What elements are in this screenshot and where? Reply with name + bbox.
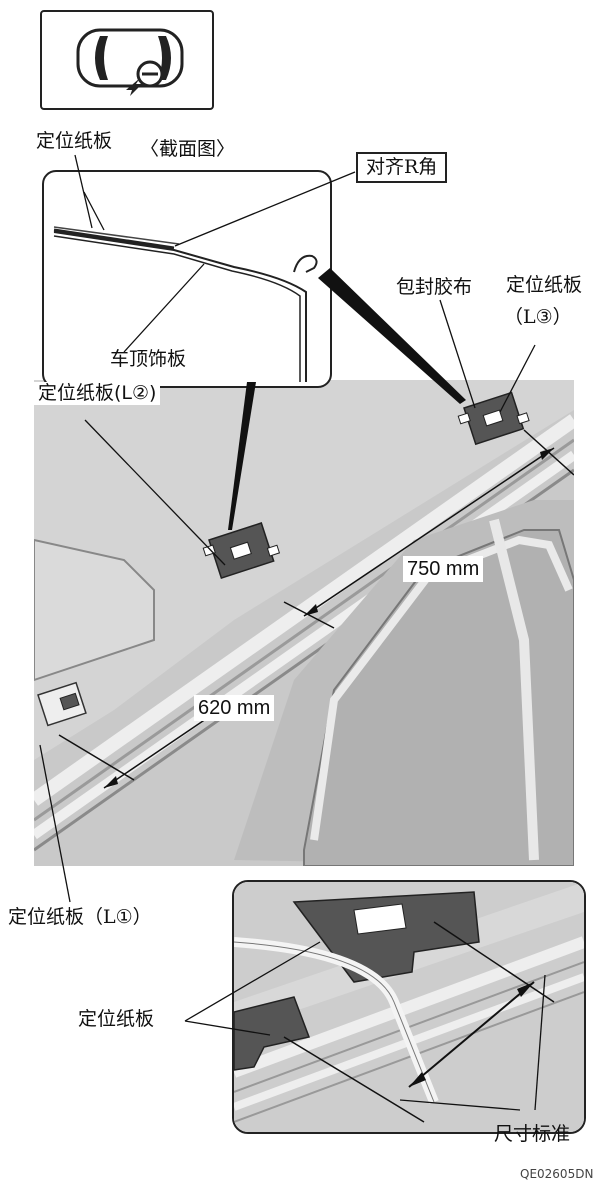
cross-section-drawing bbox=[53, 191, 318, 382]
label-headliner: 车顶饰板 bbox=[110, 348, 187, 370]
label-positioning-paper-l2: 定位纸板(L②) bbox=[38, 382, 157, 404]
dimension-750mm: 750 mm bbox=[403, 556, 484, 582]
roof-drawing bbox=[34, 380, 574, 866]
figure-code: QE02605DN bbox=[520, 1167, 594, 1181]
label-positioning-paper-l3-line2: （L③） bbox=[504, 306, 572, 328]
vehicle-position-icon-box bbox=[40, 10, 214, 110]
cross-section-inset bbox=[42, 170, 332, 388]
label-wrap-tape: 包封胶布 bbox=[396, 276, 473, 298]
label-positioning-paper-top: 定位纸板 bbox=[36, 130, 113, 152]
label-dimension-standard: 尺寸标准 bbox=[494, 1123, 571, 1145]
label-positioning-paper-l3-line1: 定位纸板 bbox=[506, 274, 583, 296]
car-roof-illustration bbox=[34, 380, 574, 866]
label-align-r-corner-box: 对齐R角 bbox=[356, 152, 448, 183]
label-positioning-paper-detail: 定位纸板 bbox=[78, 1008, 155, 1030]
label-positioning-paper-l1: 定位纸板（L①） bbox=[8, 906, 152, 928]
label-cross-section: 〈截面图〉 bbox=[140, 138, 236, 160]
dimension-620mm: 620 mm bbox=[194, 695, 275, 721]
detail-inset bbox=[232, 880, 586, 1134]
label-align-r-corner: 对齐R角 bbox=[366, 156, 438, 178]
car-top-view-icon bbox=[76, 28, 184, 96]
label-positioning-paper-l2-bg: 定位纸板(L②) bbox=[34, 382, 161, 405]
detail-drawing bbox=[234, 882, 584, 1132]
